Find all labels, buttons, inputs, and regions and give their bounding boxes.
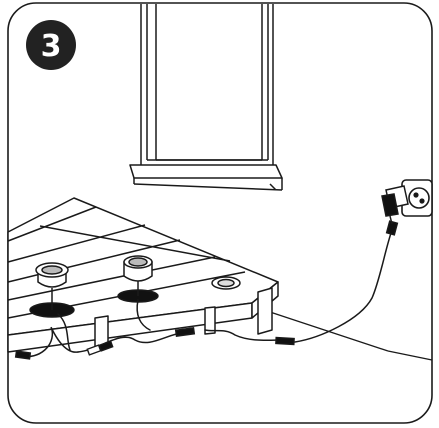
step-badge: 3	[26, 20, 76, 70]
step-number: 3	[41, 29, 62, 64]
deck-spotlight-icon	[212, 277, 240, 289]
